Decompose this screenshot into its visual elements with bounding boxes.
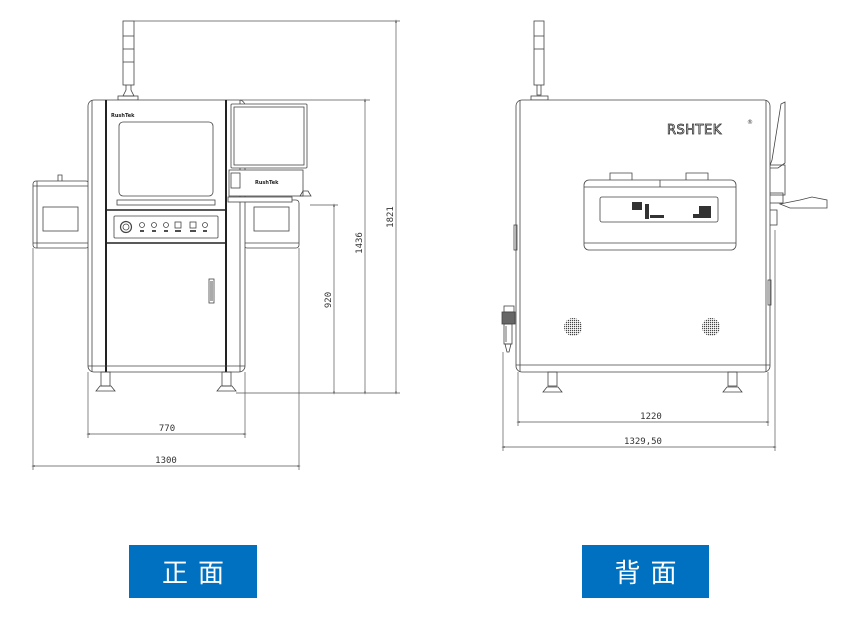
panel-switch <box>189 221 197 229</box>
front-view-label: 正面 <box>129 545 257 598</box>
front-brand-logo: RushTek <box>111 113 135 119</box>
panel-button <box>202 222 208 228</box>
front-main-body <box>87 99 246 392</box>
front-view-label-text: 正面 <box>161 559 234 589</box>
door-handle <box>208 278 215 304</box>
back-view-label: 背面 <box>582 545 709 598</box>
back-main-body <box>515 99 771 373</box>
internal-components <box>632 202 711 219</box>
panel-button <box>163 222 169 228</box>
dim-label-1436: 1436 <box>355 232 365 254</box>
dim-label-770: 770 <box>159 424 175 434</box>
dim-label-920: 920 <box>324 292 334 308</box>
panel-button <box>151 222 157 228</box>
front-leveling-feet <box>95 371 237 392</box>
air-filter-regulator <box>501 305 516 353</box>
front-dimensions <box>31 19 400 470</box>
panel-button <box>139 222 145 228</box>
dim-label-1329-50: 1329,50 <box>624 437 662 447</box>
dim-label-1220: 1220 <box>640 412 662 422</box>
back-brand-logo: RSHTEK <box>667 123 722 138</box>
vent-grille-right <box>702 318 720 336</box>
signal-tower <box>117 20 139 101</box>
back-view <box>501 20 828 393</box>
monitor: RushTek <box>227 103 312 203</box>
back-side-monitor <box>766 101 828 226</box>
vent-grille-left <box>564 318 582 336</box>
left-conveyor <box>32 174 90 249</box>
dim-label-1300: 1300 <box>155 456 177 466</box>
back-view-label-text: 背面 <box>614 559 687 589</box>
back-leveling-feet <box>542 371 743 393</box>
monitor-brand-logo: RushTek <box>255 180 279 186</box>
registered-mark: ® <box>747 119 753 126</box>
right-conveyor <box>243 199 300 249</box>
emergency-stop-button <box>119 220 133 234</box>
viewing-window <box>118 121 214 197</box>
control-panel <box>113 215 219 239</box>
back-window <box>599 196 719 223</box>
back-service-panel <box>583 172 737 251</box>
back-dimensions <box>501 230 777 451</box>
panel-switch <box>174 221 182 229</box>
back-signal-tower <box>530 20 549 101</box>
dim-label-1821: 1821 <box>386 206 396 228</box>
front-view: RushTek RushTek <box>32 20 312 392</box>
